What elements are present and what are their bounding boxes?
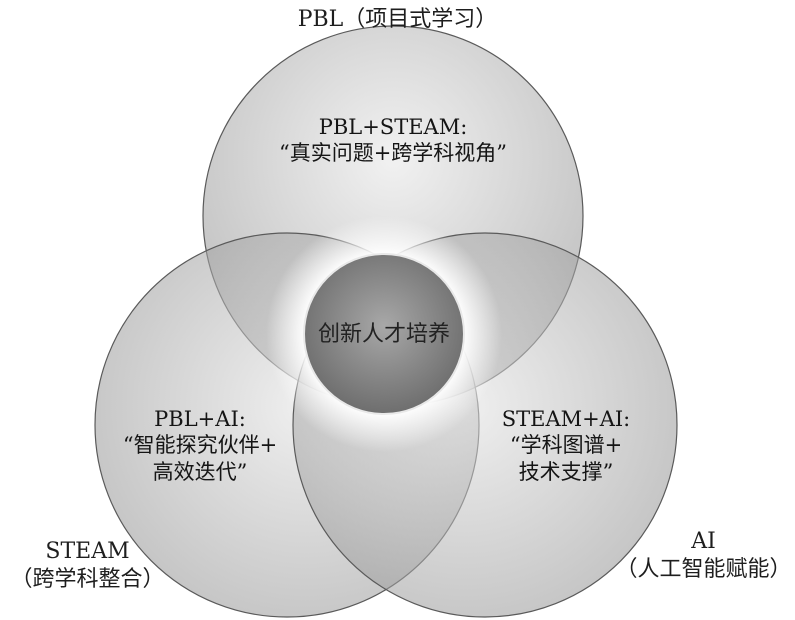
label-steam-desc: （跨学科整合） — [10, 566, 165, 592]
label-steam-name: STEAM — [45, 539, 130, 564]
overlap-steam-ai-text1: “学科图谱+ — [509, 433, 623, 458]
overlap-pbl-ai-text2: 高效迭代” — [152, 459, 248, 484]
label-ai-desc: （人工智能赋能） — [615, 556, 792, 582]
label-ai: AI （人工智能赋能） — [612, 528, 795, 583]
core-label-text: 创新人才培养 — [317, 322, 450, 347]
core-label: 创新人才培养 — [304, 321, 464, 349]
label-steam: STEAM （跨学科整合） — [0, 538, 175, 593]
label-pbl-name: PBL — [297, 7, 344, 32]
overlap-steam-ai-text2: 技术支撑” — [518, 459, 614, 484]
overlap-steam-ai: STEAM+AI: “学科图谱+ 技术支撑” — [466, 406, 666, 485]
overlap-pbl-steam-text: “真实问题+跨学科视角” — [278, 141, 508, 166]
overlap-pbl-steam-title: PBL+STEAM: — [318, 115, 468, 139]
label-ai-name: AI — [691, 529, 716, 554]
core-circle — [303, 253, 465, 415]
overlap-steam-ai-title: STEAM+AI: — [501, 407, 631, 431]
overlap-pbl-ai-title: PBL+AI: — [154, 407, 246, 431]
overlap-pbl-ai-text1: “智能探究伙伴+ — [122, 433, 278, 458]
overlap-pbl-steam: PBL+STEAM: “真实问题+跨学科视角” — [233, 114, 553, 167]
label-pbl-desc: （项目式学习） — [343, 7, 498, 32]
label-pbl: PBL（项目式学习） — [0, 6, 795, 34]
overlap-pbl-ai: PBL+AI: “智能探究伙伴+ 高效迭代” — [100, 406, 300, 485]
